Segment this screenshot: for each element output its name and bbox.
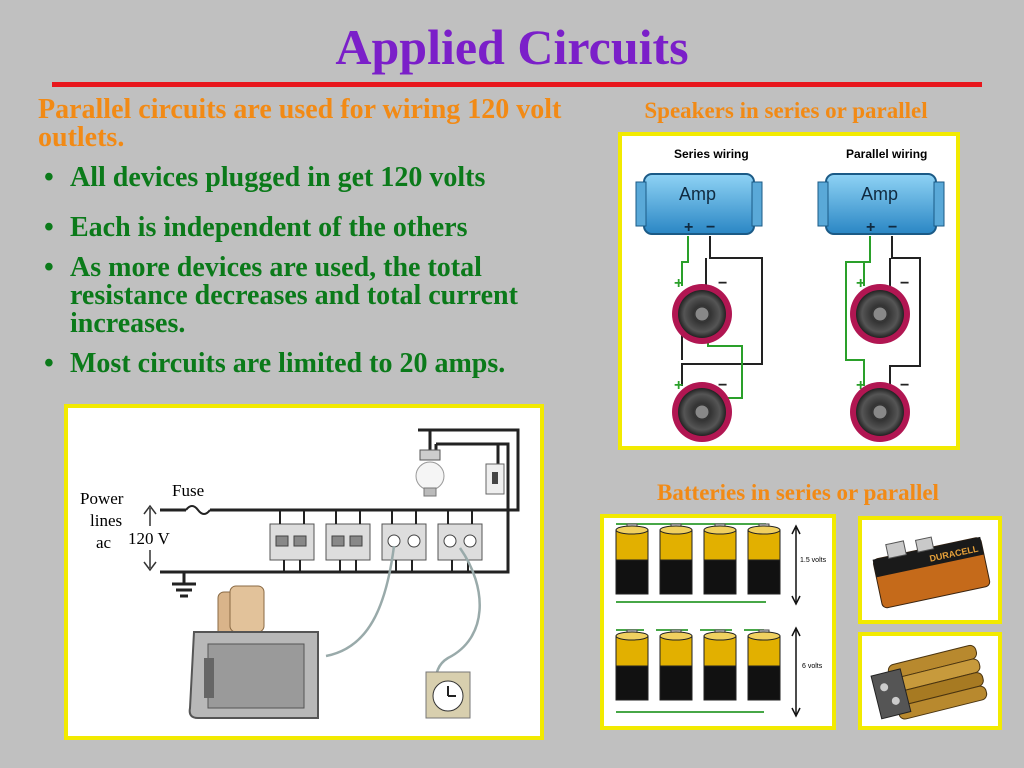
plus-sign: + <box>674 377 683 394</box>
battery-cell-icon <box>659 629 693 701</box>
outlet-row <box>269 510 483 572</box>
bullet-text: As more devices are used, the total resi… <box>70 252 518 339</box>
bullet-item: • All devices plugged in get 120 volts <box>44 164 604 192</box>
bullet-text: All devices plugged in get 120 volts <box>70 162 486 193</box>
outlet-icon <box>325 510 371 572</box>
minus-terminal: − <box>706 219 715 236</box>
amp-series: Amp + − <box>635 173 763 236</box>
toaster-icon <box>188 585 319 719</box>
plus-terminal: + <box>866 219 875 236</box>
intro-text: Parallel circuits are used for wiring 12… <box>38 94 562 153</box>
power-lines-label: Power <box>80 489 124 508</box>
bullet-icon: • <box>44 252 54 283</box>
wall-switch-icon <box>485 463 505 495</box>
amp-label: Amp <box>861 184 898 204</box>
battery-cell-icon <box>747 523 781 595</box>
bullet-text: Each is independent of the others <box>70 212 468 243</box>
aa-battery-pack-photo <box>858 632 1002 730</box>
series-wiring-label: Series wiring <box>674 147 749 161</box>
plus-sign: + <box>856 275 865 292</box>
ground-icon <box>172 582 196 598</box>
plus-sign: + <box>674 275 683 292</box>
main-wires <box>160 428 520 584</box>
nine-volt-battery-photo: DURACELL <box>858 516 1002 624</box>
slide-title: Applied Circuits <box>335 19 689 75</box>
battery-cell-icon <box>659 523 693 595</box>
battery-cell-icon <box>703 523 737 595</box>
voltage-label: 120 V <box>128 529 170 548</box>
minus-sign: − <box>900 377 909 394</box>
outlet-icon <box>381 510 427 572</box>
clock-icon <box>425 671 471 719</box>
minus-sign: − <box>900 275 909 292</box>
fuse-label: Fuse <box>172 481 204 500</box>
bullet-icon: • <box>44 348 54 379</box>
voltage-brackets <box>791 524 801 718</box>
household-circuit-diagram: Power lines ac Fuse 120 V <box>64 404 544 740</box>
bullet-icon: • <box>44 162 54 193</box>
bullet-list: • All devices plugged in get 120 volts • E… <box>44 164 604 378</box>
voltage-arrow <box>143 504 157 572</box>
series-voltage-label: 6 volts <box>802 663 823 670</box>
parallel-voltage-label: 1.5 volts <box>800 557 827 564</box>
amp-label: Amp <box>679 184 716 204</box>
title-underline <box>52 82 982 87</box>
speakers-diagram: Series wiring Parallel wiring Amp + − Am… <box>618 132 960 450</box>
batteries-diagram: 1.5 volts 6 volts <box>600 514 836 730</box>
speakers-caption: Speakers in series or parallel <box>644 98 928 123</box>
battery-cell-icon <box>615 523 649 595</box>
outlet-icon <box>437 510 483 572</box>
minus-sign: − <box>718 377 727 394</box>
bullet-item: • As more devices are used, the total res… <box>44 254 604 338</box>
plus-terminal: + <box>684 219 693 236</box>
minus-sign: − <box>718 275 727 292</box>
outlet-icon <box>269 510 315 572</box>
battery-cell-icon <box>703 629 737 701</box>
battery-cell-icon <box>747 629 781 701</box>
battery-cell-icon <box>615 629 649 701</box>
amp-parallel: Amp + − <box>817 173 945 236</box>
batteries-caption: Batteries in series or parallel <box>657 480 939 505</box>
plus-sign: + <box>856 377 865 394</box>
minus-terminal: − <box>888 219 897 236</box>
parallel-wires <box>845 236 921 386</box>
power-lines-label: lines <box>90 511 122 530</box>
bullet-item: • Most circuits are limited to 20 amps. <box>44 350 604 378</box>
bullet-item: • Each is independent of the others <box>44 214 604 242</box>
parallel-wiring-label: Parallel wiring <box>846 147 927 161</box>
bullet-text: Most circuits are limited to 20 amps. <box>70 348 506 379</box>
power-lines-label: ac <box>96 533 112 552</box>
batteries-parallel <box>616 523 766 603</box>
bullet-icon: • <box>44 212 54 243</box>
light-bulb-icon <box>415 449 445 497</box>
